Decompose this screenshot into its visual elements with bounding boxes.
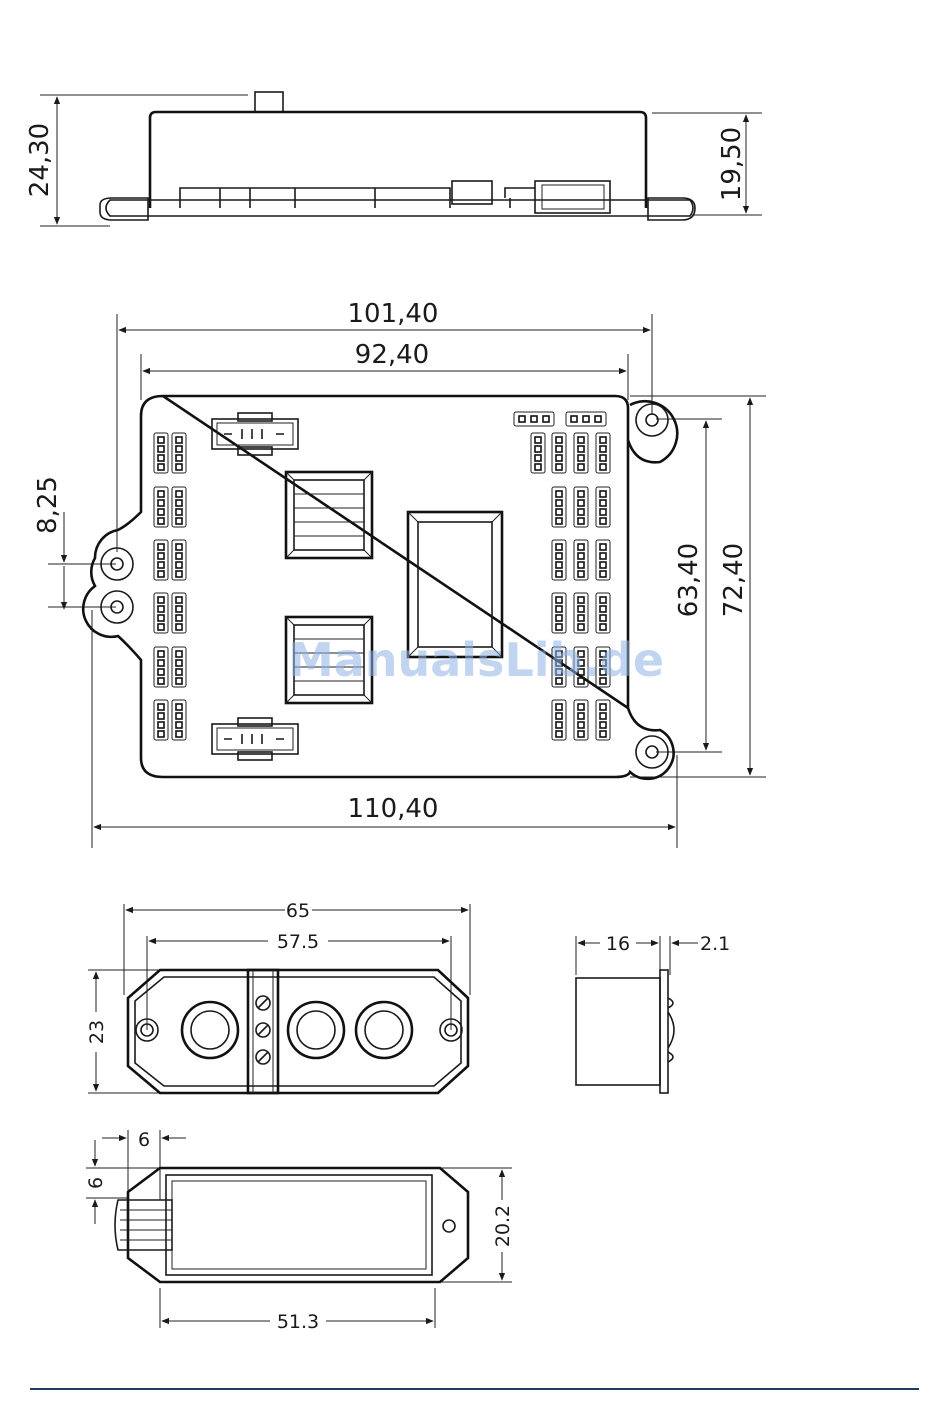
dim-height-body: 19,50 (717, 127, 747, 201)
dim-height: 23 (86, 1020, 108, 1044)
dim-tab-x: 6 (138, 1129, 150, 1151)
dim-overall-height: 72,40 (719, 543, 749, 617)
top-view: 101,40 92,40 110,40 8,25 63,40 72,40 (33, 299, 766, 848)
dim-outer-holes: 101,40 (348, 299, 439, 329)
dim-bottom-height: 20.2 (492, 1205, 514, 1247)
dim-lip: 2.1 (700, 933, 730, 955)
dim-hole-pitch: 57.5 (277, 931, 319, 953)
dim-body-width: 92,40 (355, 340, 429, 370)
switch-bottom-view: 6 6 20.2 51.3 (85, 1129, 514, 1333)
dim-left-hole-pitch: 8,25 (33, 476, 63, 534)
dim-right-hole-pitch: 63,40 (674, 543, 704, 617)
dim-depth: 16 (606, 933, 630, 955)
dim-width-outer: 65 (286, 900, 310, 922)
dim-overall-length: 110,40 (348, 794, 439, 824)
dim-height-total: 24,30 (25, 123, 55, 197)
switch-side-view: 16 2.1 (576, 933, 730, 1093)
watermark: ManualsLib.de (288, 633, 664, 687)
footer-rule (30, 1388, 919, 1390)
dim-tab-y: 6 (85, 1177, 107, 1189)
dim-length: 51.3 (277, 1311, 319, 1333)
side-view: 24,30 19,50 (25, 92, 762, 226)
switch-front-view: 65 57.5 23 (86, 900, 470, 1093)
